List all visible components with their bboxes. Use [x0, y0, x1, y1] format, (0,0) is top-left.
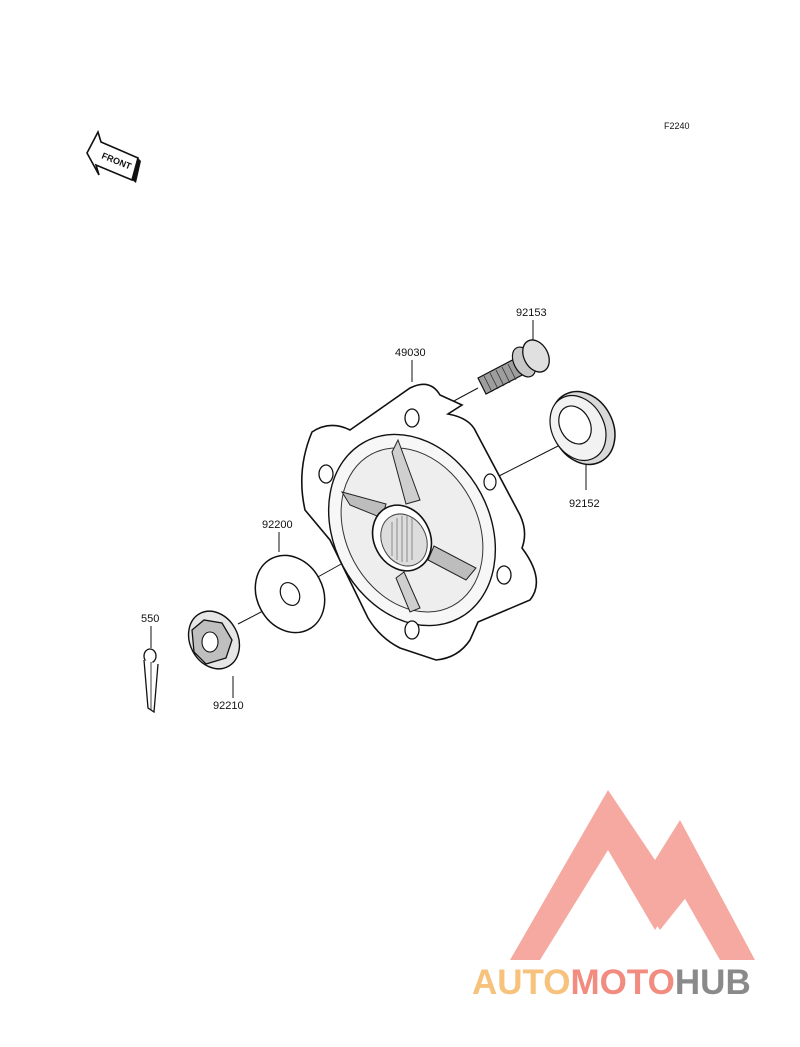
part-label-hub: 49030: [395, 347, 426, 359]
cotter-pin: [143, 648, 159, 714]
part-label-stud: 92153: [516, 307, 547, 319]
watermark-auto: AUTO: [472, 963, 571, 1002]
wheel-stud: [477, 339, 550, 395]
figure-code: F2240: [664, 121, 690, 131]
hub-flange: [300, 383, 538, 661]
watermark-logo-icon: [510, 790, 755, 960]
watermark-moto: MOTO: [570, 963, 675, 1002]
oil-seal: [549, 390, 616, 466]
watermark-text: AUTOMOTOHUB: [472, 963, 751, 1003]
watermark-hub: HUB: [674, 963, 751, 1002]
part-label-pin: 550: [141, 613, 159, 625]
washer: [254, 554, 326, 634]
front-arrow-icon: FRONT: [86, 129, 141, 183]
hex-nut: [187, 610, 241, 670]
part-label-washer: 92200: [262, 519, 293, 531]
part-label-seal: 92152: [569, 498, 600, 510]
part-label-nut: 92210: [213, 700, 244, 712]
